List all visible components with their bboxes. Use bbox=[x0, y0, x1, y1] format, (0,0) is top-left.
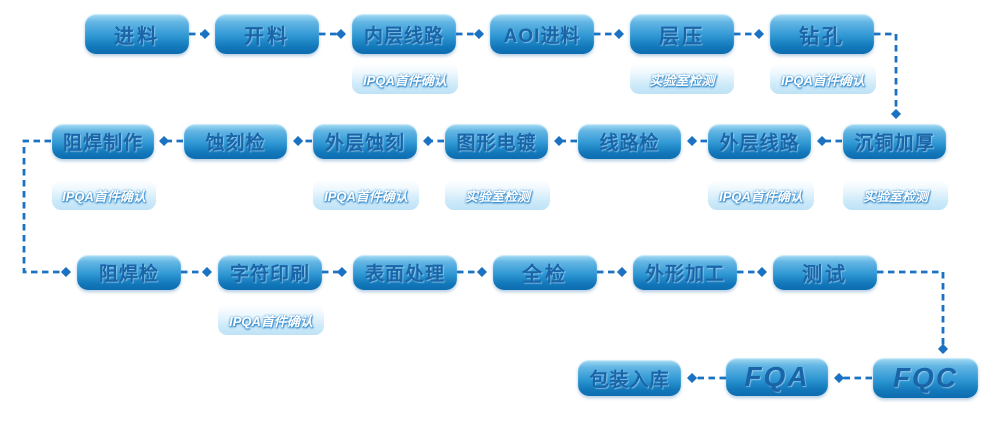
node-label: 外层蚀刻 bbox=[324, 133, 405, 154]
quality-check-label: 实验室检测 bbox=[649, 72, 715, 88]
node-label: 开料 bbox=[244, 25, 290, 48]
node-etching-inspection: 蚀刻检 bbox=[184, 124, 287, 159]
quality-check-label: 实验室检测 bbox=[862, 188, 928, 204]
quality-check-label: IPQA首件确认 bbox=[719, 188, 803, 204]
node-label: 蚀刻检 bbox=[205, 133, 266, 154]
node-legend-printing: 字符印刷 bbox=[218, 255, 322, 290]
quality-check-label: IPQA首件确认 bbox=[324, 188, 408, 204]
node-drilling: 钻孔 bbox=[770, 14, 874, 54]
connector-testing-to-fqc bbox=[877, 270, 949, 355]
quality-check-solder-mask: IPQA首件确认 bbox=[52, 180, 156, 210]
node-outer-layer-circuit: 外层线路 bbox=[708, 124, 811, 159]
node-copper-deposition: 沉铜加厚 bbox=[843, 124, 946, 159]
node-fqa: FQA bbox=[726, 358, 828, 396]
connector-drilling-to-copper-deposition bbox=[874, 32, 902, 120]
quality-check-drilling: IPQA首件确认 bbox=[770, 64, 876, 94]
node-solder-mask-inspection: 阻焊检 bbox=[77, 255, 181, 290]
node-solder-mask-making: 阻焊制作 bbox=[52, 124, 154, 159]
node-label: FQA bbox=[744, 361, 810, 392]
node-label: AOI进料 bbox=[503, 25, 581, 47]
node-label: 线路检 bbox=[599, 133, 660, 154]
node-circuit-inspection: 线路检 bbox=[578, 124, 681, 159]
quality-check-legend-printing: IPQA首件确认 bbox=[218, 305, 324, 335]
quality-check-label: IPQA首件确认 bbox=[62, 188, 146, 204]
node-label: 表面处理 bbox=[364, 264, 445, 285]
quality-check-label: IPQA首件确认 bbox=[781, 72, 865, 88]
node-label: 钻孔 bbox=[799, 25, 845, 48]
node-label: 外形加工 bbox=[644, 264, 725, 285]
quality-check-label: 实验室检测 bbox=[464, 188, 530, 204]
node-packing-storage: 包装入库 bbox=[578, 360, 681, 396]
quality-check-pattern-plating: 实验室检测 bbox=[445, 180, 550, 210]
node-surface-treatment: 表面处理 bbox=[353, 255, 457, 290]
node-label: 沉铜加厚 bbox=[854, 133, 935, 154]
quality-check-inner-layer: IPQA首件确认 bbox=[352, 64, 458, 94]
node-inner-layer-circuit: 内层线路 bbox=[352, 14, 456, 54]
node-label: 外层线路 bbox=[719, 133, 800, 154]
node-label: 层压 bbox=[659, 25, 705, 48]
node-aoi-feed: AOI进料 bbox=[490, 14, 594, 54]
node-label: 图形电镀 bbox=[456, 133, 537, 154]
node-label: 阻焊检 bbox=[98, 264, 159, 285]
quality-check-copper-deposition: 实验室检测 bbox=[843, 180, 948, 210]
node-outer-layer-etching: 外层蚀刻 bbox=[313, 124, 417, 159]
node-full-inspection: 全检 bbox=[493, 255, 597, 290]
node-testing: 测试 bbox=[773, 255, 877, 290]
quality-check-lamination: 实验室检测 bbox=[630, 64, 734, 94]
node-label: 包装入库 bbox=[589, 369, 670, 391]
node-fqc: FQC bbox=[873, 358, 978, 398]
quality-check-label: IPQA首件确认 bbox=[229, 313, 313, 329]
node-lamination: 层压 bbox=[630, 14, 734, 54]
node-label: 进料 bbox=[114, 25, 160, 48]
node-label: 字符印刷 bbox=[229, 264, 310, 285]
node-label: 内层线路 bbox=[363, 25, 444, 47]
node-label: 测试 bbox=[802, 264, 848, 286]
quality-check-outer-circuit: IPQA首件确认 bbox=[708, 180, 814, 210]
node-label: 阻焊制作 bbox=[62, 133, 143, 154]
node-pattern-plating: 图形电镀 bbox=[445, 124, 548, 159]
quality-check-outer-etching: IPQA首件确认 bbox=[313, 180, 419, 210]
node-label: 全检 bbox=[522, 264, 568, 286]
node-profile-machining: 外形加工 bbox=[633, 255, 737, 290]
node-feed: 进料 bbox=[85, 14, 189, 54]
quality-check-label: IPQA首件确认 bbox=[363, 72, 447, 88]
node-cutting: 开料 bbox=[215, 14, 319, 54]
node-label: FQC bbox=[892, 362, 959, 393]
